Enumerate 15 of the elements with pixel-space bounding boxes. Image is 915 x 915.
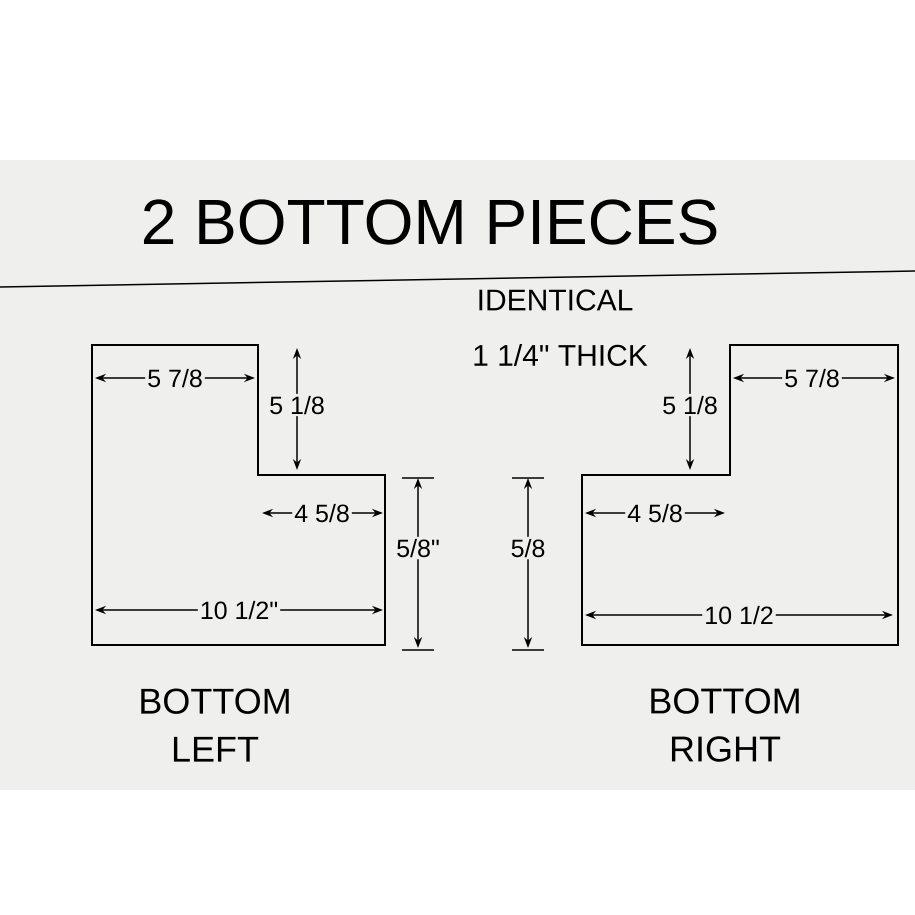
dimension-label: 10 1/2: [702, 604, 776, 626]
piece-label: BOTTOM LEFT: [141, 688, 289, 762]
dimension-label: 4 5/8: [292, 502, 352, 524]
note-text: IDENTICAL: [479, 289, 632, 311]
dimension-label: 4 5/8: [625, 502, 685, 524]
title: 2 BOTTOM PIECES: [144, 199, 716, 245]
dimension-label: 5/8: [508, 536, 548, 560]
dimension-label: 10 1/2": [198, 598, 280, 622]
dimension-label: 5/8": [394, 536, 442, 560]
piece-label: BOTTOM RIGHT: [651, 688, 799, 762]
dimension-label: 5 1/8: [660, 394, 720, 416]
dimension-label: 5 1/8: [267, 394, 327, 416]
dimension-label: 5 7/8: [145, 366, 205, 390]
note-text: 1 1/4" THICK: [474, 344, 648, 366]
dimension-label: 5 7/8: [782, 366, 842, 390]
